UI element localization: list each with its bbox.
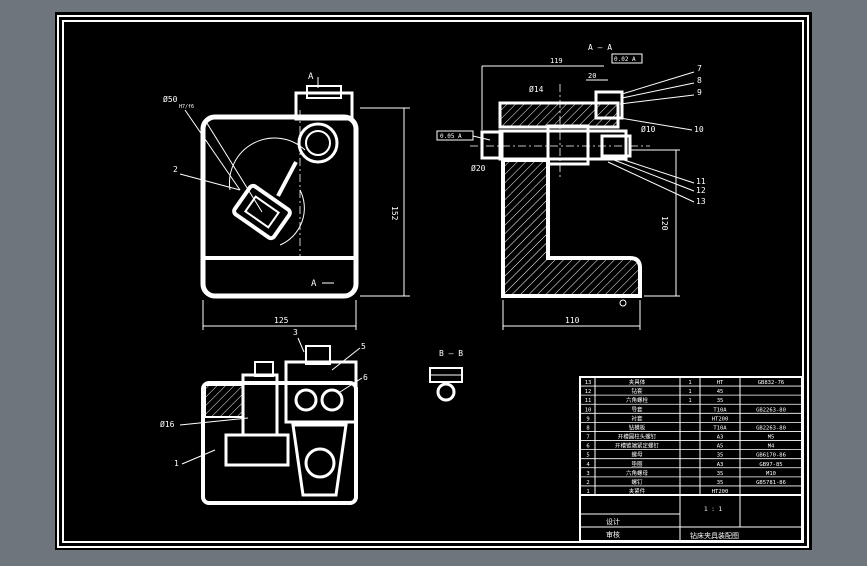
bom-cell: 35 — [717, 398, 724, 404]
dim-width-110: 110 — [565, 316, 580, 325]
bom-cell: GB2263-80 — [756, 407, 786, 413]
dim-bore-top: Ø50 — [163, 94, 178, 104]
bom-cell: T10A — [713, 425, 727, 431]
bom-cell: 夹紧件 — [629, 487, 646, 495]
bom-cell: 螺母 — [631, 451, 643, 459]
dim-length-20: 20 — [588, 72, 596, 80]
dim-dia-14: Ø14 — [529, 84, 544, 94]
bom-cell: M10 — [766, 471, 776, 477]
section-bb-label: B — B — [439, 349, 463, 358]
bom-cell: A3 — [717, 462, 724, 468]
bom-cell: 2 — [586, 480, 589, 486]
dim-dia-16: Ø16 — [160, 419, 175, 429]
scale-value: 1 : 1 — [704, 506, 722, 513]
top-view — [201, 345, 358, 505]
dim-width-125: 125 — [274, 316, 289, 325]
bom-cell: HT200 — [712, 416, 729, 422]
bom-cell: 4 — [586, 462, 590, 468]
bom-cell: 45 — [717, 389, 724, 395]
tolerance-box-top: 0.02 A — [614, 56, 636, 63]
bom-cell: 3 — [586, 471, 589, 477]
bom-cell: M5 — [768, 435, 775, 441]
bom-cell: HT200 — [712, 489, 729, 495]
bom-cell: HT — [717, 380, 724, 386]
bom-cell: 衬套 — [631, 414, 643, 422]
bom-cell: 1 — [688, 389, 691, 395]
front-view — [200, 85, 359, 299]
dim-bore-top-tol: H7/f6 — [179, 104, 194, 110]
part-number-2: 2 — [173, 165, 178, 174]
bom-cell: 5 — [586, 453, 589, 459]
checker-label: 审核 — [606, 530, 620, 539]
bom-cell: 35 — [717, 480, 724, 486]
section-arrow-a-top: A — [308, 72, 314, 82]
part-number-1: 1 — [174, 459, 179, 468]
dim-height-120: 120 — [660, 216, 669, 231]
bom-cell: 1 — [688, 380, 691, 386]
part-number-8: 8 — [697, 76, 702, 85]
bom-cell: 钻套 — [631, 387, 643, 395]
bom-cell: 导套 — [631, 405, 643, 413]
bom-cell: 7 — [586, 435, 589, 441]
bom-cell: 1 — [688, 398, 691, 404]
dim-dia-10: Ø10 — [641, 124, 656, 134]
bom-cell: 10 — [585, 407, 592, 413]
outer-frame — [57, 15, 809, 548]
dim-length-119: 119 — [550, 57, 563, 65]
bom-cell: GB2263-80 — [756, 425, 786, 431]
bom-cell: 8 — [586, 425, 589, 431]
section-aa-label: A — A — [588, 43, 612, 52]
bom-cell: 11 — [585, 398, 592, 404]
part-number-3: 3 — [293, 328, 298, 337]
bom-cell: 开槽圆柱头螺钉 — [618, 433, 657, 441]
dim-dia-20: Ø20 — [471, 163, 486, 173]
bom-cell: 1 — [586, 489, 589, 495]
bom-cell: GB6170-86 — [756, 453, 786, 459]
dim-height-152: 152 — [390, 206, 399, 221]
bom-cell: 六角螺母 — [626, 469, 649, 477]
bom-cell: 螺钉 — [631, 478, 643, 486]
part-number-11: 11 — [696, 177, 706, 186]
bom-cell: M4 — [768, 444, 775, 450]
part-number-9: 9 — [697, 88, 702, 97]
bom-cell: A3 — [717, 435, 724, 441]
bom-cell: 35 — [717, 453, 724, 459]
part-number-12: 12 — [696, 186, 706, 195]
sheet-background — [55, 12, 812, 550]
designer-label: 设计 — [606, 517, 620, 526]
section-arrow-a-bottom: A — [311, 279, 317, 289]
part-number-10: 10 — [694, 125, 704, 134]
bom-cell: GB5781-86 — [756, 480, 786, 486]
part-number-6: 6 — [363, 373, 368, 382]
bom-cell: GB97-85 — [759, 462, 782, 468]
bom-cell: 夹具体 — [629, 378, 646, 386]
bom-cell: 12 — [585, 389, 592, 395]
bom-cell: 钻模板 — [629, 423, 646, 431]
bom-cell: 开槽锥端紧定螺钉 — [615, 442, 660, 450]
bom-cell: 六角螺栓 — [626, 396, 649, 404]
bom-cell: 35 — [717, 471, 724, 477]
bom-cell: 9 — [586, 416, 589, 422]
bom-cell: 13 — [585, 380, 592, 386]
bom-cell: 垫圈 — [631, 460, 643, 468]
drawing-title: 钻床夹具装配图 — [690, 531, 739, 540]
part-number-5: 5 — [361, 342, 366, 351]
bom-cell: A5 — [717, 444, 724, 450]
inner-frame — [62, 20, 804, 543]
section-bb-view — [429, 367, 463, 402]
part-number-13: 13 — [696, 197, 706, 206]
section-aa-view — [470, 84, 650, 307]
part-number-7: 7 — [697, 64, 702, 73]
bom-cell: GB832-76 — [758, 380, 785, 386]
bom-cell: 6 — [586, 444, 589, 450]
bom-cell: T10A — [713, 407, 727, 413]
perpendicularity-box: 0.05 A — [440, 133, 462, 140]
